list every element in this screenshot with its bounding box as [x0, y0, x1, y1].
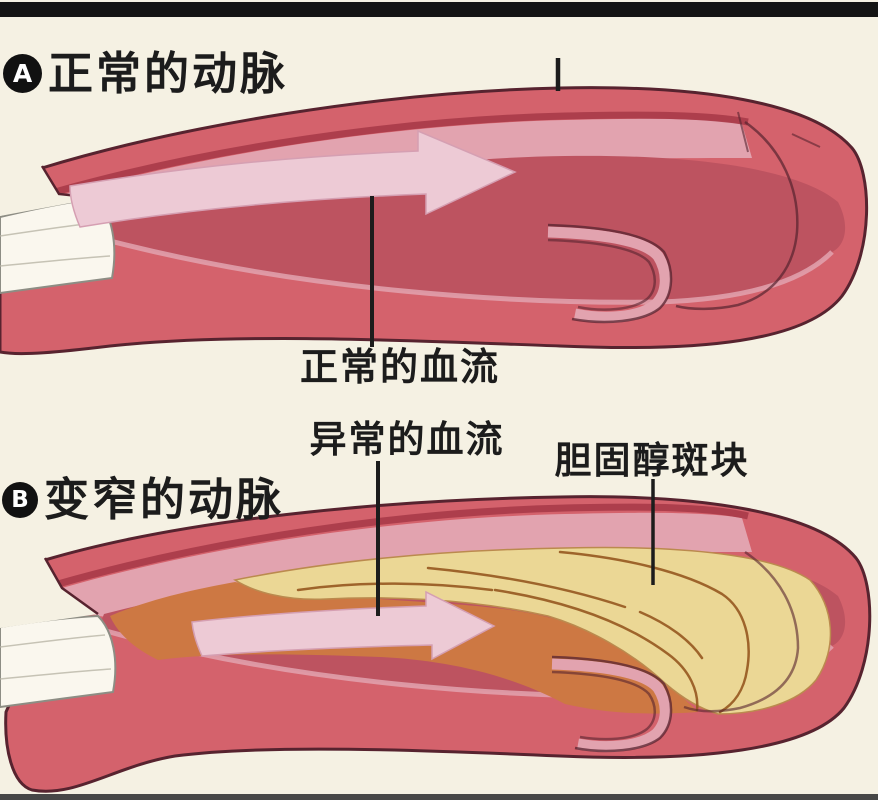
- artery-a-fold-inner-edge: [547, 238, 656, 311]
- artery-a-cap-inner-edge: [675, 120, 799, 311]
- panel-a-title: 正常的动脉: [48, 47, 289, 100]
- artery-b-lining: [62, 512, 752, 617]
- panel-a-marker-letter: A: [12, 59, 33, 88]
- panel-a-marker-badge: A: [3, 54, 42, 93]
- normal-flow-label: 正常的血流: [299, 345, 501, 389]
- artery-b-wall-ridge: [57, 503, 749, 588]
- artery-a-cap-crease-tick: [791, 133, 821, 148]
- artery-b-fold-inner-edge: [551, 670, 656, 741]
- panel-b-title: 变窄的动脉: [44, 473, 285, 526]
- panel-b-marker-letter: B: [11, 486, 29, 513]
- artery-b-cut-notch: [0, 542, 98, 628]
- panel-b-marker-badge: B: [2, 481, 38, 518]
- top-letterbox-bar: [0, 2, 878, 17]
- artery-b-white-tube: [0, 614, 117, 709]
- artery-a-lower-lining-stripe: [94, 234, 834, 305]
- normal-artery-illustration: [0, 58, 869, 356]
- artery-b-tube-contours: [0, 634, 112, 680]
- artery-a-fold-outer-edge: [547, 223, 673, 324]
- artery-b-flow-arrow: [191, 590, 496, 661]
- bottom-letterbox-bar: [0, 794, 878, 800]
- artery-a-flow-arrow: [69, 129, 517, 228]
- artery-a-wall-ridge: [54, 111, 749, 196]
- narrowed-artery-illustration: [0, 461, 872, 793]
- artery-a-fold-band: [547, 226, 671, 323]
- panel-a-heading: A 正常的动脉: [3, 51, 288, 96]
- artery-b-plaque: [233, 546, 832, 715]
- artery-a-lining-cut-tick: [737, 111, 749, 153]
- artery-b-cut-edges: [43, 557, 99, 616]
- artery-b-plaque-cracks: [296, 550, 750, 714]
- artery-a-lining: [58, 118, 752, 225]
- artery-b-fold-band: [551, 658, 671, 753]
- artery-b-fold-outer-edge: [551, 655, 673, 753]
- cholesterol-plaque-label: 胆固醇斑块: [554, 439, 750, 482]
- panel-b-heading: B 变窄的动脉: [2, 477, 284, 522]
- abnormal-flow-label: 异常的血流: [309, 418, 505, 461]
- artery-b-cap-inner-edge: [683, 550, 800, 713]
